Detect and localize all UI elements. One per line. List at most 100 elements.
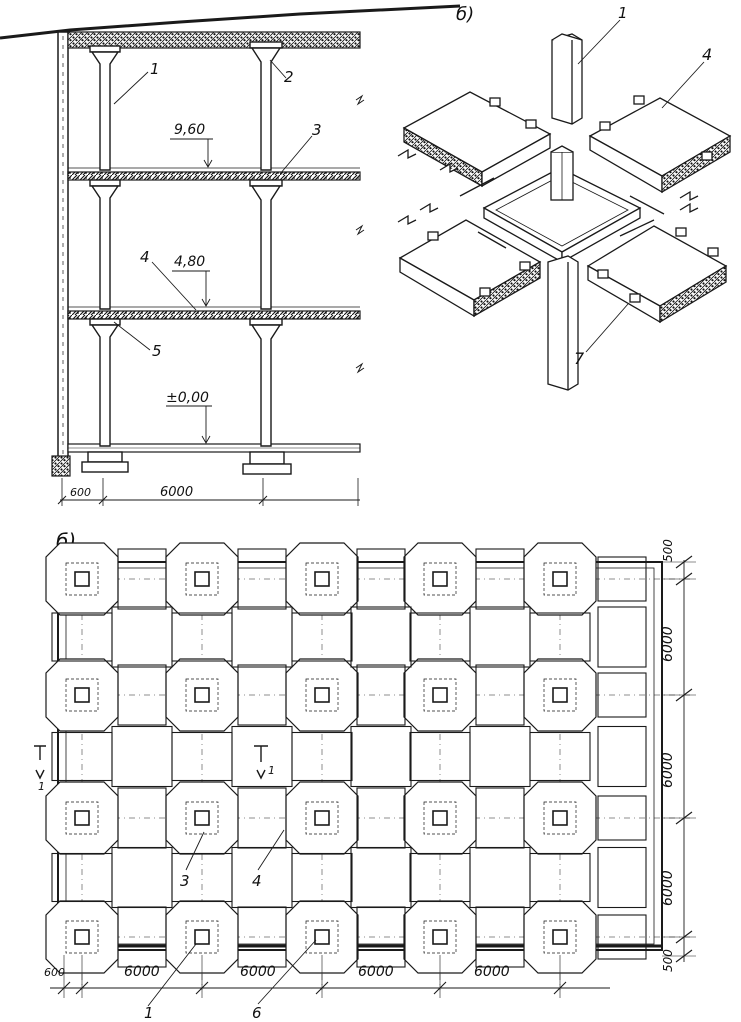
section-mark-right: 1 [268, 764, 275, 777]
plan-outline [57, 561, 663, 951]
capital-outline [185, 678, 219, 712]
infill-slab-panel [469, 725, 531, 788]
span-slab-panel [356, 787, 406, 849]
level-mark-9-60: 9,60 [174, 122, 205, 138]
span-slab-panel [291, 731, 353, 782]
section-dim-span: 6000 [160, 485, 193, 500]
column-left [81, 45, 129, 473]
span-slab-panel [237, 787, 287, 849]
leader-line [185, 831, 205, 871]
section-cut-mark [34, 745, 46, 780]
plan-callout-4: 4 [252, 872, 262, 890]
span-slab-panel [117, 787, 167, 849]
span-slab-panel [475, 906, 525, 968]
infill-slab-panel [231, 846, 293, 909]
span-slab-panel [356, 548, 406, 610]
capital-outline [65, 920, 99, 954]
capital-outline [543, 562, 577, 596]
span-slab-panel [117, 548, 167, 610]
infill-slab-panel [111, 606, 173, 668]
axonometric-view: б) [397, 4, 732, 391]
column-capital [482, 145, 642, 264]
capital-outline [423, 801, 457, 835]
span-slab-panel [237, 548, 287, 610]
span-slab-panel [529, 852, 591, 903]
column-square [194, 687, 210, 703]
plan-dim-edge-top: 500 [661, 539, 675, 562]
section-callout-4: 4 [140, 248, 150, 266]
edge-slab-panel [597, 914, 647, 960]
plan-edge-beam [65, 567, 655, 945]
span-slab-panel [529, 731, 591, 782]
column-upper [551, 33, 583, 125]
axo-labels: 1 4 7 [574, 4, 712, 368]
span-slab-panel [475, 787, 525, 849]
infill-slab-panel [231, 606, 293, 668]
column-square [314, 929, 330, 945]
capital-outline [305, 920, 339, 954]
section-dim-wall: 600 [70, 486, 91, 499]
column-square [552, 571, 568, 587]
column-square [432, 571, 448, 587]
column-square [314, 687, 330, 703]
section-labels: 1 2 3 4 5 9,60 4,80 ±0,00 600 6000 [70, 60, 322, 500]
capital-outline [305, 678, 339, 712]
column-square [314, 571, 330, 587]
column-square [194, 810, 210, 826]
span-slab-panel [409, 612, 471, 662]
capital-outline [65, 678, 99, 712]
axo-callout-4: 4 [702, 45, 712, 64]
span-slab-panel [356, 906, 406, 968]
plan-dim-row-3: 6000 [660, 870, 676, 906]
plan-dim-col-2: 6000 [240, 964, 276, 980]
leader-line [257, 939, 317, 1005]
span-slab-panel [117, 906, 167, 968]
span-slab-panel [475, 664, 525, 726]
span-slab-panel [291, 852, 353, 903]
slab-panel-bottom-right [586, 202, 728, 324]
capital-outline [65, 801, 99, 835]
capital-outline [423, 920, 457, 954]
column-square [74, 929, 90, 945]
span-slab-panel [529, 612, 591, 662]
plan-dim-row-1: 6000 [660, 626, 676, 662]
capital-outline [543, 920, 577, 954]
capital-outline [185, 920, 219, 954]
edge-slab-panel [597, 725, 647, 788]
section-callout-5: 5 [152, 342, 162, 360]
span-slab-panel [51, 731, 113, 782]
column-square [552, 810, 568, 826]
plan-dim-row-2: 6000 [660, 752, 676, 788]
column-square [314, 810, 330, 826]
capital-outline [185, 801, 219, 835]
floor-plan [34, 542, 696, 1007]
slab-panel-top-right [588, 95, 732, 202]
plan-labels: 500 6000 6000 6000 500 600 6000 6000 600… [38, 539, 676, 1022]
level-mark-ground: ±0,00 [166, 390, 209, 406]
section-cut-mark [254, 745, 268, 780]
building-section [0, 4, 461, 506]
span-slab-panel [171, 852, 233, 903]
infill-slab-panel [469, 606, 531, 668]
span-slab-panel [237, 906, 287, 968]
roof-slab [67, 31, 361, 49]
edge-slab-panel [597, 556, 647, 602]
leader-line [147, 943, 197, 1007]
infill-slab-panel [111, 846, 173, 909]
span-slab-panel [291, 612, 353, 662]
floor-slab-upper [67, 171, 361, 181]
plan-dim-col-3: 6000 [358, 964, 394, 980]
capital-outline [185, 562, 219, 596]
capital-outline [543, 801, 577, 835]
plan-dim-edge-bottom: 500 [661, 949, 675, 972]
section-callout-3: 3 [312, 121, 322, 139]
span-slab-panel [171, 612, 233, 662]
span-slab-panel [117, 664, 167, 726]
edge-slab-panel [597, 846, 647, 909]
span-slab-panel [409, 731, 471, 782]
column-square [432, 687, 448, 703]
column-square [432, 929, 448, 945]
plan-callout-1: 1 [144, 1004, 154, 1022]
column-lower [547, 255, 579, 391]
column-right [242, 41, 292, 475]
